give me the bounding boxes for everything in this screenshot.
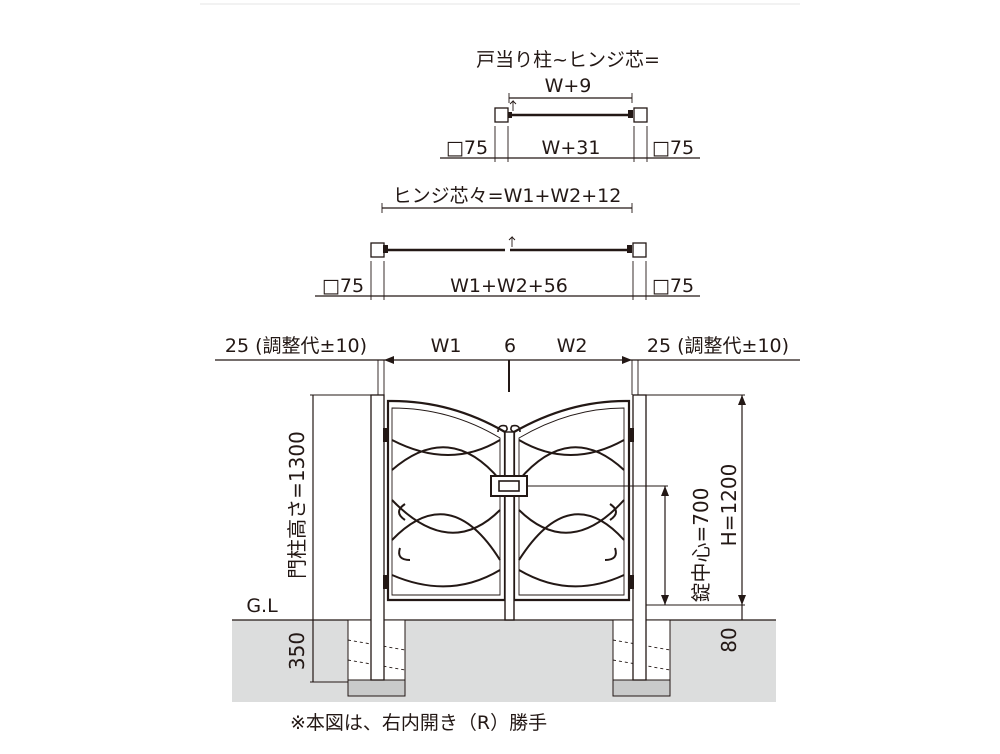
top-left-post [494,107,509,123]
top-inner-width-label: W+31 [542,137,601,159]
lock-box [490,475,528,497]
top-left-post-label: □75 [446,137,488,159]
clearance-label: 80 [717,627,741,652]
top-open-arrow-icon [509,99,517,111]
middle-open-arrow-icon [508,235,516,247]
middle-inner-width-label: W1+W2+56 [450,275,568,297]
middle-plan-view: ヒンジ芯々=W1+W2+12 □75 W1+W2+56 □75 [315,185,700,300]
elevation-left-post [370,394,385,681]
lock-center-label: 錠中心=700 [689,488,713,603]
right-adjust-label: 25 (調整代±10) [647,335,789,357]
crest-scroll-icon [497,424,521,433]
post-height-label: 門柱高さ=1300 [285,431,309,579]
left-hinge-top [383,428,389,442]
middle-left-post-label: □75 [322,275,364,297]
elevation-view: 25 (調整代±10) 25 (調整代±10) W1 6 W2 G.L [215,335,800,702]
top-plan-view: 戸当り柱~ヒンジ芯= W+9 □75 W+31 □75 [440,49,700,162]
middle-right-post [632,242,647,258]
w2-label: W2 [557,335,588,357]
top-plan-title: 戸当り柱~ヒンジ芯= [476,49,660,71]
ground-label: G.L [246,595,278,617]
left-hinge-bottom [383,575,389,589]
foundation-depth-label: 350 [285,632,309,670]
gate-height-label: H=1200 [717,464,741,547]
right-hinge-top [628,428,634,442]
top-plan-span-label: W+9 [545,75,592,97]
w1-label: W1 [431,335,462,357]
ground-area [232,620,776,702]
center-stile [504,431,515,621]
gate-left-leaf [386,399,507,602]
middle-left-post [370,242,385,258]
gate-right-leaf [512,399,631,602]
gate-ornament [391,439,625,588]
gap-label: 6 [504,335,516,357]
middle-right-post-label: □75 [652,275,694,297]
left-adjust-label: 25 (調整代±10) [225,335,367,357]
top-right-post-label: □75 [652,137,694,159]
top-right-post [633,107,648,123]
elevation-right-post [632,394,647,681]
orientation-note: ※本図は、右内開き（R）勝手 [290,712,547,734]
right-hinge-bottom [628,575,634,589]
middle-plan-title: ヒンジ芯々=W1+W2+12 [393,185,622,207]
